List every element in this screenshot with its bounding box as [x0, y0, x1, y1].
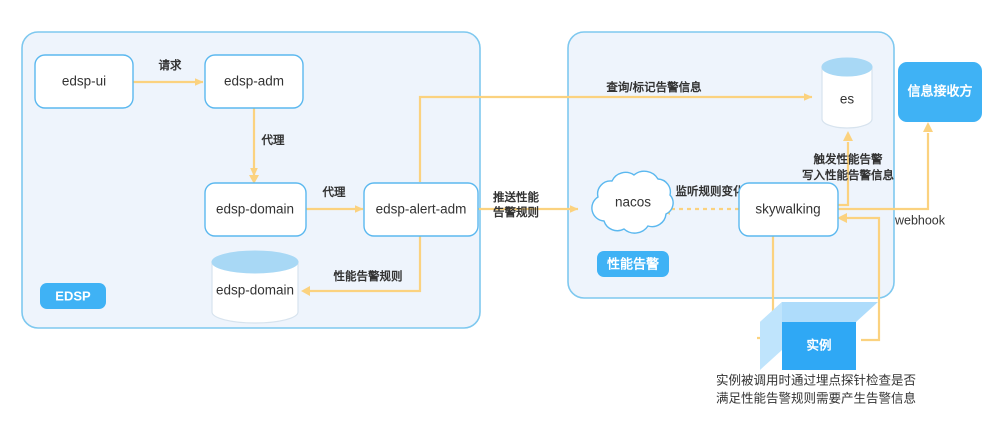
flow-perf-alert-rule-arrowhead — [301, 286, 310, 296]
node-edsp-ui-rect[interactable] — [34, 54, 134, 109]
node-es[interactable]: es — [821, 57, 873, 129]
node-es-label: es — [840, 92, 855, 107]
flow-instance-to-skywalking — [846, 216, 881, 342]
flow-proxy-domain-alert-label: 代理 — [322, 185, 346, 199]
instance-caption-line2: 满足性能告警规则需要产生告警信息 — [716, 390, 916, 405]
flow-query-mark-alert-label: 查询/标记告警信息 — [605, 80, 702, 94]
instance-caption: 实例被调用时通过埋点探针检查是否 满足性能告警规则需要产生告警信息 — [716, 372, 916, 405]
node-nacos-shape[interactable] — [591, 170, 674, 234]
node-skywalking[interactable]: skywalking — [738, 182, 839, 237]
flow-perf-alert-rule-label: 性能告警规则 — [334, 269, 403, 283]
flow-perf-alert-rule — [309, 236, 422, 293]
flow-push-rule-label-line1: 推送性能 — [493, 190, 539, 204]
panel-perf-badge-label: 性能告警 — [607, 256, 659, 271]
flow-request-label: 请求 — [159, 58, 182, 72]
panel-edsp: EDSP — [21, 31, 481, 329]
flow-push-rule-label-line2: 告警规则 — [493, 205, 539, 219]
node-edsp-adm-rect[interactable] — [204, 54, 304, 109]
node-instance-cube-side — [760, 302, 782, 370]
panel-edsp-badge-label: EDSP — [55, 288, 91, 303]
flow-query-mark-alert — [418, 93, 813, 182]
flow-trigger-write-label-line1: 触发性能告警 — [813, 152, 883, 166]
node-edsp-domain-database[interactable]: edsp-domain — [211, 250, 299, 324]
flow-listen-rule-change-label: 监听规则变化 — [676, 184, 745, 198]
node-instance-cube-label: 实例 — [806, 337, 831, 352]
flow-webhook-label: webhook — [894, 213, 946, 227]
panel-edsp-badge — [40, 283, 106, 309]
panel-edsp-rect — [21, 31, 481, 329]
node-message-receiver[interactable]: 信息接收方 — [898, 62, 982, 122]
flow-instance-to-skywalking-arrowhead — [837, 213, 847, 223]
node-message-receiver-rect[interactable] — [898, 62, 982, 122]
flow-trigger-write-label-line2: 写入性能告警信息 — [802, 168, 894, 182]
flow-proxy-adm-domain-arrowhead — [249, 175, 259, 184]
node-edsp-domain-service[interactable]: edsp-domain — [204, 182, 307, 237]
node-edsp-adm-label: edsp-adm — [224, 74, 284, 89]
flow-trigger-write-arrowhead — [843, 131, 853, 141]
flow-webhook — [838, 133, 930, 211]
node-skywalking-rect[interactable] — [738, 182, 839, 237]
node-edsp-domain-database-top — [211, 250, 299, 274]
node-instance-cube-front[interactable] — [782, 322, 856, 370]
node-edsp-alert-adm-rect[interactable] — [363, 182, 479, 237]
node-edsp-domain-database-label: edsp-domain — [216, 283, 294, 298]
node-instance-cube-top — [760, 302, 878, 322]
panel-perf-badge — [597, 251, 669, 277]
node-nacos-label: nacos — [615, 195, 651, 210]
node-message-receiver-label: 信息接收方 — [907, 83, 972, 98]
node-edsp-domain-service-label: edsp-domain — [216, 202, 294, 217]
instance-caption-line1: 实例被调用时通过埋点探针检查是否 — [716, 372, 916, 387]
node-edsp-alert-adm[interactable]: edsp-alert-adm — [363, 182, 479, 237]
node-edsp-ui[interactable]: edsp-ui — [34, 54, 134, 109]
node-edsp-ui-label: edsp-ui — [62, 74, 106, 89]
node-edsp-domain-service-rect[interactable] — [204, 182, 307, 237]
node-es-top — [821, 57, 873, 77]
node-skywalking-label: skywalking — [755, 202, 820, 217]
node-nacos[interactable]: nacos — [591, 170, 674, 234]
node-edsp-alert-adm-label: edsp-alert-adm — [376, 202, 467, 217]
flow-trigger-write — [838, 142, 850, 207]
node-edsp-adm[interactable]: edsp-adm — [204, 54, 304, 109]
node-edsp-domain-database-body[interactable] — [211, 261, 299, 324]
flow-webhook-arrowhead — [923, 122, 933, 132]
node-es-body[interactable] — [821, 66, 873, 129]
flow-proxy-adm-domain-label: 代理 — [261, 133, 285, 147]
node-instance-cube[interactable]: 实例 — [760, 302, 878, 370]
